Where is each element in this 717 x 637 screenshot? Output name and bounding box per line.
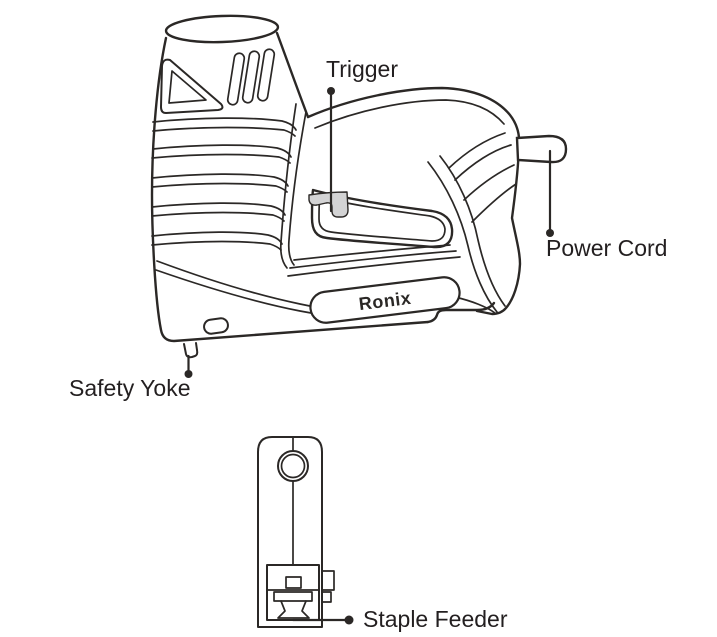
- trigger-label: Trigger: [326, 56, 398, 82]
- power-cord-leader-dot: [546, 229, 554, 237]
- leader-lines: [184, 87, 554, 625]
- power-cord-label: Power Cord: [546, 235, 668, 261]
- side-panel-triangle-inner: [168, 70, 207, 104]
- handle-panel-lines: [448, 132, 517, 223]
- safety-yoke-label: Safety Yoke: [69, 375, 191, 401]
- feeder-latch: [285, 576, 302, 589]
- feeder-outline: [257, 436, 323, 628]
- feeder-pusher-spool: [277, 600, 310, 619]
- handle-outline: [306, 86, 522, 316]
- grip-rib-bands: [151, 117, 297, 251]
- feeder-pusher-bar: [273, 591, 313, 602]
- power-cord-shape: [515, 134, 568, 164]
- grip-column-back: [439, 155, 506, 307]
- safety-yoke-leader-dot: [184, 370, 193, 378]
- feeder-ring-outer: [277, 450, 309, 482]
- motor-cap-shape: [164, 14, 280, 44]
- feeder-ring-inner: [280, 453, 306, 479]
- side-panel-triangle: [160, 58, 224, 114]
- grip-column-front: [427, 161, 498, 313]
- trigger-leader-dot: [327, 87, 335, 95]
- trigger-shape: [308, 191, 349, 218]
- staple-feeder-label: Staple Feeder: [363, 606, 508, 632]
- brand-pill: [309, 276, 461, 324]
- safety-yoke-shape: [183, 342, 199, 359]
- staple-feeder-illustration: [257, 436, 335, 628]
- grip-opening-inner: [318, 196, 446, 242]
- body-right-edge: [275, 31, 310, 119]
- feeder-side-tab-upper: [321, 570, 335, 591]
- feeder-side-tab-lower: [321, 591, 332, 603]
- vent-slots: [226, 48, 276, 106]
- stapler-illustration: Ronix: [150, 14, 568, 359]
- handle-front-channel: [279, 103, 297, 269]
- staple-feeder-leader-dot: [344, 615, 354, 625]
- stapler-body-outline: [150, 36, 430, 343]
- handle-inner-line: [314, 99, 505, 129]
- grip-opening-outer: [310, 188, 454, 249]
- base-oval-button: [203, 317, 229, 335]
- handle-front-channel-inner: [287, 111, 307, 266]
